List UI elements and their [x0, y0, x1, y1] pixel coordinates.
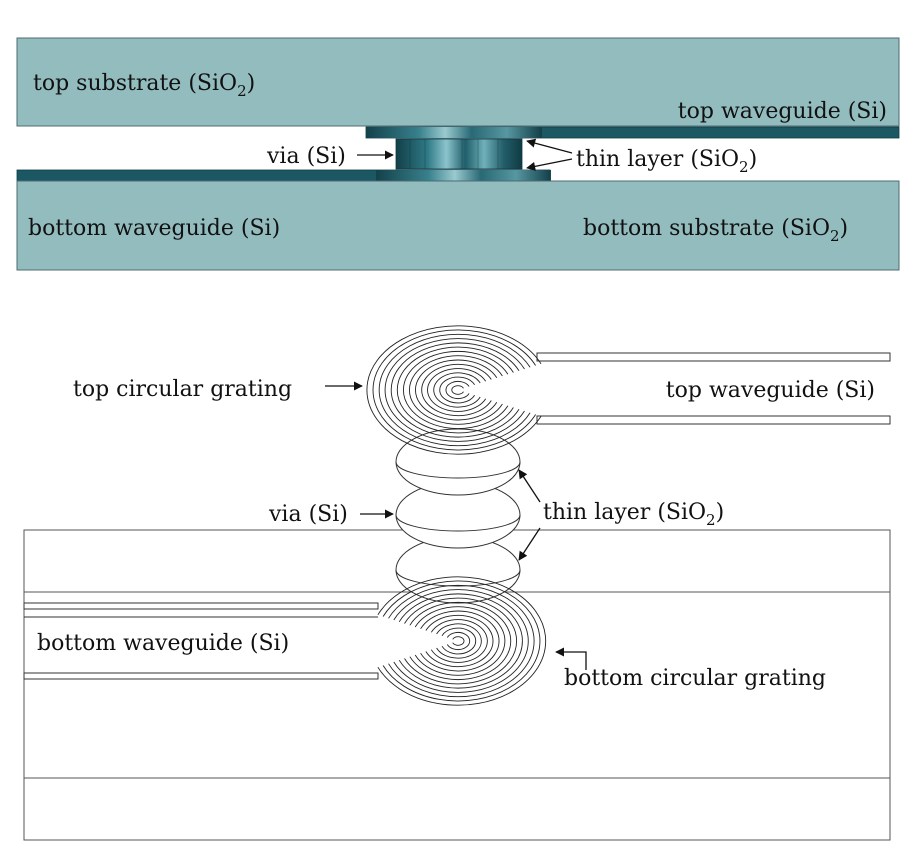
top-waveguide-label-3d: top waveguide (Si) [666, 378, 875, 403]
bottom-circular-grating [377, 576, 547, 706]
thin-layer-arrow-up-3d [518, 469, 541, 503]
bottom-waveguide-label: bottom waveguide (Si) [28, 216, 280, 241]
via-inner-arc-1 [395, 461, 521, 479]
bottom-grating-arrow [555, 647, 587, 670]
top-substrate-label: top substrate (SiO2) [33, 71, 255, 100]
top-circular-grating [366, 325, 542, 455]
thin-layer-upper [395, 428, 521, 496]
perspective-view [23, 325, 891, 841]
thin-layer-arrow-down [526, 158, 573, 171]
via-stripes [409, 139, 499, 169]
top-grating-ring [366, 127, 542, 138]
via-label: via (Si) [266, 144, 346, 169]
via-inner-arc-2 [395, 514, 521, 532]
bottom-substrate [16, 180, 900, 271]
cross-section-view: top substrate (SiO2) top waveguide (Si) … [16, 37, 900, 271]
bottom-waveguide-label-3d: bottom waveguide (Si) [37, 631, 289, 656]
bottom-grating-label: bottom circular grating [564, 666, 826, 691]
bottom-substrate-label: bottom substrate (SiO2) [583, 216, 848, 245]
via-label-3d: via (Si) [268, 502, 348, 527]
bottom-grating-ring [376, 170, 551, 181]
thin-layer-arrow-down-3d [518, 527, 541, 561]
perspective-labels: top circular grating top waveguide (Si) … [37, 377, 875, 691]
bottom-waveguide-shape [23, 602, 379, 680]
thin-layer-label-3d: thin layer (SiO2) [543, 500, 724, 529]
top-waveguide-shape [536, 352, 891, 425]
top-waveguide-label: top waveguide (Si) [678, 99, 887, 124]
thin-layer-label: thin layer (SiO2) [576, 147, 757, 176]
via-inner-arc-3 [395, 569, 521, 587]
thin-layer-arrow-up [526, 138, 573, 154]
via-pillar [395, 138, 523, 170]
top-substrate [16, 37, 900, 127]
top-grating-label: top circular grating [73, 377, 292, 402]
